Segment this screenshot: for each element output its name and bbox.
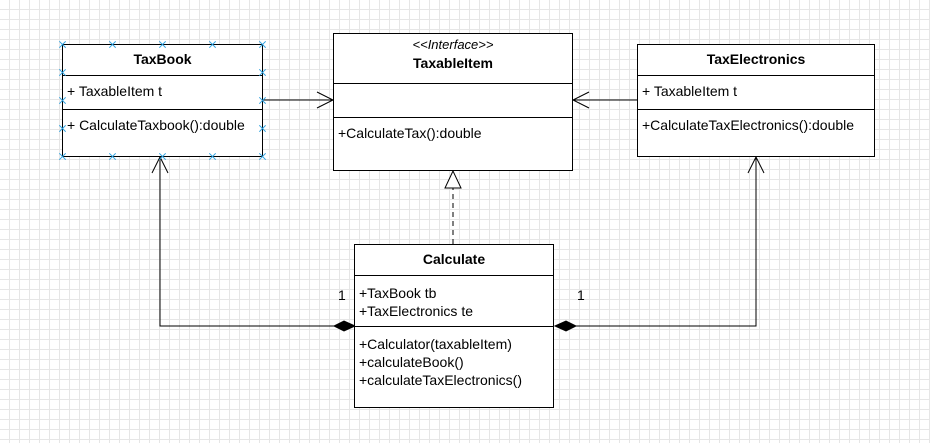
- class-taxelectronics-header: TaxElectronics: [638, 45, 874, 76]
- realization-calculate-taxableitem[interactable]: [444, 169, 462, 244]
- association-taxelectronics-taxableitem[interactable]: [571, 91, 637, 109]
- class-taxelectronics-name: TaxElectronics: [706, 51, 806, 67]
- class-calculate-method: +Calculator(taxableItem): [359, 336, 512, 352]
- class-calculate[interactable]: Calculate +TaxBook tb +TaxElectronics te…: [354, 244, 554, 408]
- interface-taxableitem-name: TaxableItem: [413, 55, 493, 71]
- selection-handle[interactable]: [159, 153, 166, 160]
- class-calculate-method: +calculateTaxElectronics(): [359, 372, 523, 388]
- selection-handle[interactable]: [259, 125, 266, 132]
- composition-calculate-taxelectronics[interactable]: [553, 155, 765, 332]
- class-calculate-attributes: +TaxBook tb +TaxElectronics te: [355, 276, 553, 327]
- interface-taxableitem-attributes: [334, 84, 572, 118]
- class-taxbook-attributes: + TaxableItem t: [63, 76, 262, 110]
- class-taxbook-methods: + CalculateTaxbook():double: [63, 110, 262, 136]
- selection-handle[interactable]: [259, 153, 266, 160]
- class-calculate-name: Calculate: [422, 251, 486, 267]
- selection-handle[interactable]: [159, 41, 166, 48]
- association-taxbook-taxableitem[interactable]: [263, 91, 335, 109]
- class-taxbook-header: TaxBook: [63, 45, 262, 76]
- selection-handle[interactable]: [59, 125, 66, 132]
- selection-handle[interactable]: [59, 41, 66, 48]
- composition-calculate-taxbook[interactable]: [151, 155, 357, 332]
- class-taxelectronics-methods: +CalculateTaxElectronics():double: [638, 110, 874, 136]
- selection-handle[interactable]: [209, 153, 216, 160]
- interface-taxableitem[interactable]: <<Interface>> TaxableItem +CalculateTax(…: [333, 33, 573, 171]
- class-calculate-methods: +Calculator(taxableItem) +calculateBook(…: [355, 327, 553, 391]
- class-taxelectronics-attributes: + TaxableItem t: [638, 76, 874, 110]
- class-calculate-header: Calculate: [355, 245, 553, 276]
- interface-taxableitem-methods: +CalculateTax():double: [334, 118, 572, 144]
- selection-handle[interactable]: [109, 41, 116, 48]
- selection-handle[interactable]: [259, 41, 266, 48]
- selection-handle[interactable]: [259, 97, 266, 104]
- multiplicity-taxelectronics-end: 1: [577, 287, 585, 303]
- selection-handle[interactable]: [59, 153, 66, 160]
- interface-stereotype: <<Interface>>: [412, 37, 494, 52]
- class-calculate-attribute: +TaxBook tb: [359, 285, 437, 301]
- interface-taxableitem-method: +CalculateTax():double: [338, 125, 482, 141]
- class-taxelectronics-attribute: + TaxableItem t: [642, 83, 738, 99]
- class-calculate-method: +calculateBook(): [359, 354, 464, 370]
- class-taxelectronics-method: +CalculateTaxElectronics():double: [642, 117, 855, 133]
- selection-handle[interactable]: [259, 69, 266, 76]
- selection-handle[interactable]: [209, 41, 216, 48]
- multiplicity-taxbook-end: 1: [338, 287, 346, 303]
- selection-handle[interactable]: [109, 153, 116, 160]
- class-taxbook-name: TaxBook: [133, 51, 192, 67]
- selection-handle[interactable]: [59, 97, 66, 104]
- class-taxelectronics[interactable]: TaxElectronics + TaxableItem t +Calculat…: [637, 44, 875, 157]
- class-taxbook-method: + CalculateTaxbook():double: [67, 117, 245, 133]
- class-calculate-attribute: +TaxElectronics te: [359, 303, 473, 319]
- interface-taxableitem-header: <<Interface>> TaxableItem: [334, 34, 572, 84]
- selection-handle[interactable]: [59, 69, 66, 76]
- class-taxbook[interactable]: TaxBook + TaxableItem t + CalculateTaxbo…: [62, 44, 263, 157]
- class-taxbook-attribute: + TaxableItem t: [67, 83, 163, 99]
